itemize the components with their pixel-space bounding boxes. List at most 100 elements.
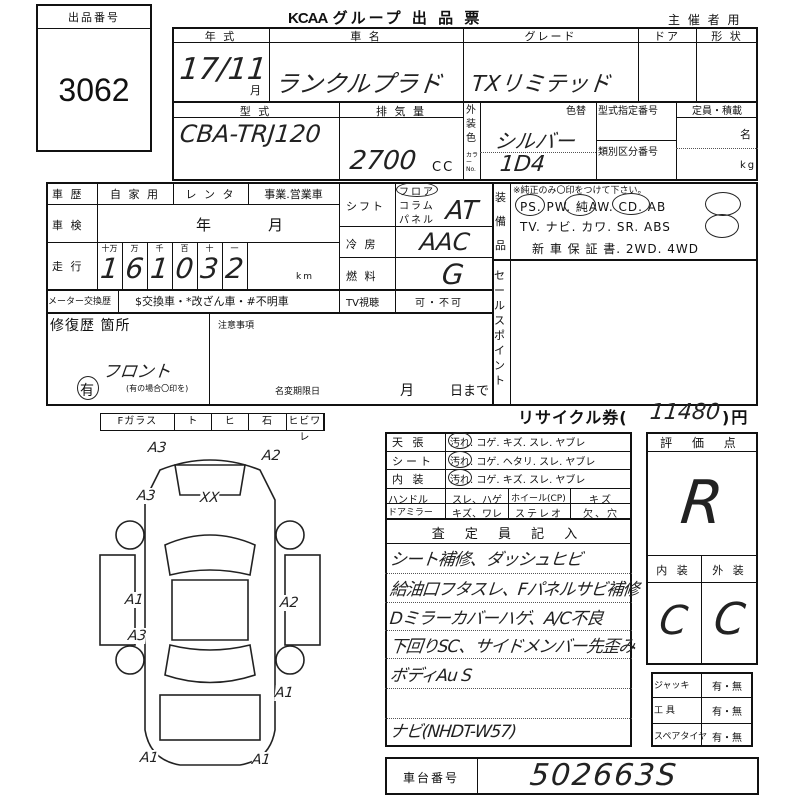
damage-mark: A1 [274, 685, 295, 701]
front-bumper [174, 464, 246, 496]
equipment-label: 装備品 [495, 191, 508, 252]
history-rental[interactable]: レ ン タ [185, 188, 236, 201]
capacity-unit: 名 [740, 128, 753, 141]
load-unit: kg [740, 160, 757, 171]
shift-label: シフト [346, 200, 385, 213]
header-capacity: 定員・積載 [692, 106, 742, 117]
roof [171, 579, 249, 641]
accessory-label: スペアタイヤ [654, 732, 708, 742]
header-year: 年 式 [204, 30, 237, 43]
accessory-value: 有・無 [712, 707, 742, 718]
history-label: 車 歴 [52, 188, 84, 201]
wheel-fr [275, 520, 305, 550]
chassis-box [385, 757, 759, 795]
fuel-value: G [440, 258, 466, 291]
title-text: グループ 出 品 票 [332, 9, 483, 27]
mileage-digit: 1 [148, 252, 171, 285]
damage-mark: A3 [147, 440, 168, 456]
recycle-label: リサイクル券( [518, 408, 628, 427]
color-no-label: カラーNo. [466, 152, 479, 173]
note-line [385, 718, 632, 719]
handle-label: ハンドル [388, 495, 428, 506]
chassis-number: 502663S [528, 758, 680, 793]
wheel-options: キズ [589, 495, 613, 506]
header-type-number: 型式指定番号 [598, 106, 658, 117]
damage-mark: XX [199, 490, 221, 506]
inspection-year: 年 [196, 216, 214, 234]
selection-circle [448, 469, 472, 486]
deadline-label: 名変期限日 [275, 387, 321, 397]
score-label: 評 価 点 [660, 436, 744, 450]
lot-label: 出品番号 [68, 11, 120, 24]
ac-value: AAC [418, 228, 472, 256]
stereo-options: 欠、穴 [583, 509, 619, 520]
inspector-label: 査 定 員 記 入 [431, 527, 586, 542]
interior-grade: C [657, 598, 690, 644]
color-no-value: 1D4 [498, 152, 547, 177]
interior-table [385, 432, 632, 747]
header-car-name: 車 名 [350, 30, 382, 43]
history-commercial[interactable]: 事業.営業車 [264, 188, 323, 201]
deadline-day: 日まで [450, 384, 490, 399]
circle-pw [564, 194, 596, 216]
meter-label: メーター交換歴 [48, 297, 112, 307]
displacement-value: 2700 [348, 146, 418, 176]
tv-label: TV視聴 [346, 298, 379, 309]
note-line [385, 688, 632, 689]
vehicle-table [172, 27, 758, 181]
sales-point-label: セールスポイント [494, 269, 507, 387]
header-color-change: 色替 [566, 106, 586, 117]
damage-mark: A3 [127, 628, 148, 644]
circle-aw [612, 193, 650, 215]
accessory-label: 工 具 [654, 706, 675, 716]
lot-number: 3062 [58, 72, 130, 108]
damage-mark: A3 [136, 488, 157, 504]
accessory-value: 有・無 [712, 682, 742, 693]
glass-item: 石 [249, 414, 287, 430]
accessory-value: 有・無 [712, 733, 742, 744]
exterior-grade-label: 外 装 [712, 564, 747, 577]
deadline-month: 月 [400, 383, 416, 399]
usage-label: 主 催 者 用 [668, 13, 742, 27]
rear-window [164, 644, 256, 684]
wheel-label: ホイール(CP) [511, 494, 566, 504]
mirror-options: キズ、ワレ [452, 509, 502, 520]
digit-divider [197, 242, 198, 289]
glass-item: ヒ [212, 414, 250, 430]
stereo-label: ステレオ [515, 509, 563, 520]
shift-value: AT [444, 196, 480, 226]
mileage-digit: 1 [98, 252, 121, 285]
glass-item: ヒビワレ [287, 414, 324, 443]
inspector-note: 下回りSC、サイドメンバー先歪み [388, 637, 636, 657]
circle-abs [705, 214, 739, 238]
recycle-value: 11480 [648, 400, 722, 425]
color-value: シルバー [493, 129, 577, 153]
caution-label: 注意事項 [218, 321, 255, 331]
header-exterior-color: 外装色 [466, 105, 476, 144]
title: KCAA グループ 出 品 票 [288, 7, 482, 28]
damage-mark: A1 [251, 752, 272, 768]
inspector-note: Dミラーカバーハゲ、A/C不良 [388, 609, 604, 629]
interior-row-options: 汚れ. コゲ. キズ. スレ. ヤブレ [450, 438, 586, 449]
digit-place-label: 一 [230, 244, 239, 253]
damage-mark: A1 [124, 592, 145, 608]
damage-mark: A2 [261, 448, 282, 464]
wheel-rl [115, 645, 145, 675]
recycle-unit: )円 [722, 408, 750, 427]
mileage-unit: km [296, 272, 314, 282]
shift-panel[interactable]: パネル [399, 215, 435, 226]
inspector-note: シート補修、ダッシュヒビ [388, 550, 583, 570]
note-line [385, 573, 632, 574]
brand-logo: KCAA [288, 10, 328, 27]
mileage-label: 走 行 [52, 260, 84, 273]
interior-row-label: 内 装 [392, 473, 427, 486]
lot-box [36, 4, 152, 152]
selection-circle [448, 432, 472, 449]
circle-ab [705, 192, 741, 216]
wheel-fl [115, 520, 145, 550]
shift-column[interactable]: コラム [399, 201, 435, 212]
mileage-digit: 2 [223, 252, 246, 285]
history-private[interactable]: 自 家 用 [110, 188, 160, 201]
damage-mark: A2 [279, 595, 300, 611]
interior-row-options: 汚れ. コゲ. ヘタリ. スレ. ヤブレ [450, 457, 596, 468]
